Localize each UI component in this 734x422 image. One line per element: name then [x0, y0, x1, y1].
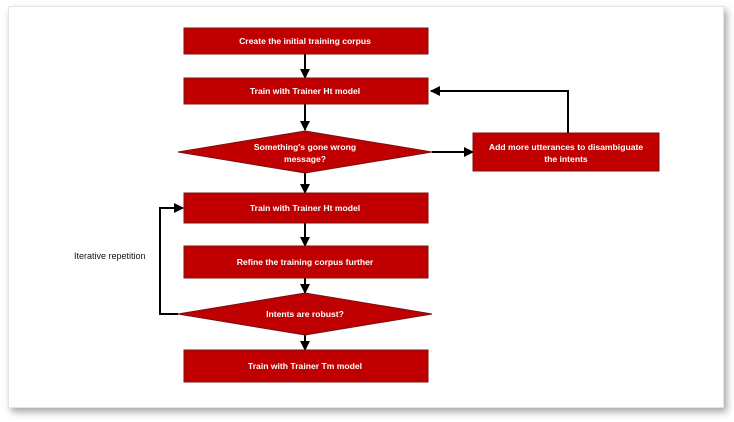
- node-train-tm: [183, 349, 429, 383]
- label-train-tm: Train with Trainer Tm model: [248, 361, 362, 371]
- node-add-utterances: [472, 132, 660, 172]
- label-decision-wrong-line2: message?: [284, 154, 326, 164]
- arrow-add-to-train1: [430, 86, 569, 133]
- loop-arrow-iterative: [159, 203, 184, 315]
- node-decision-wrong-message: [177, 130, 433, 174]
- label-refine-corpus: Refine the training corpus further: [237, 257, 374, 267]
- node-train-ht-2: [183, 192, 429, 224]
- annotation-iterative-repetition: Iterative repetition: [74, 251, 146, 261]
- node-decision-robust: [177, 292, 433, 336]
- label-train-ht-1: Train with Trainer Ht model: [250, 86, 360, 96]
- node-train-ht-1: [183, 77, 429, 105]
- label-decision-robust: Intents are robust?: [266, 309, 344, 319]
- label-add-utterances-line1: Add more utterances to disambiguate: [489, 142, 643, 152]
- connectors: [159, 54, 569, 351]
- label-create-corpus: Create the initial training corpus: [239, 36, 371, 46]
- label-add-utterances-line2: the intents: [544, 154, 588, 164]
- node-refine-corpus: [183, 245, 429, 279]
- label-decision-wrong-line1: Something's gone wrong: [254, 142, 356, 152]
- node-create-corpus: [183, 27, 429, 55]
- label-train-ht-2: Train with Trainer Ht model: [250, 203, 360, 213]
